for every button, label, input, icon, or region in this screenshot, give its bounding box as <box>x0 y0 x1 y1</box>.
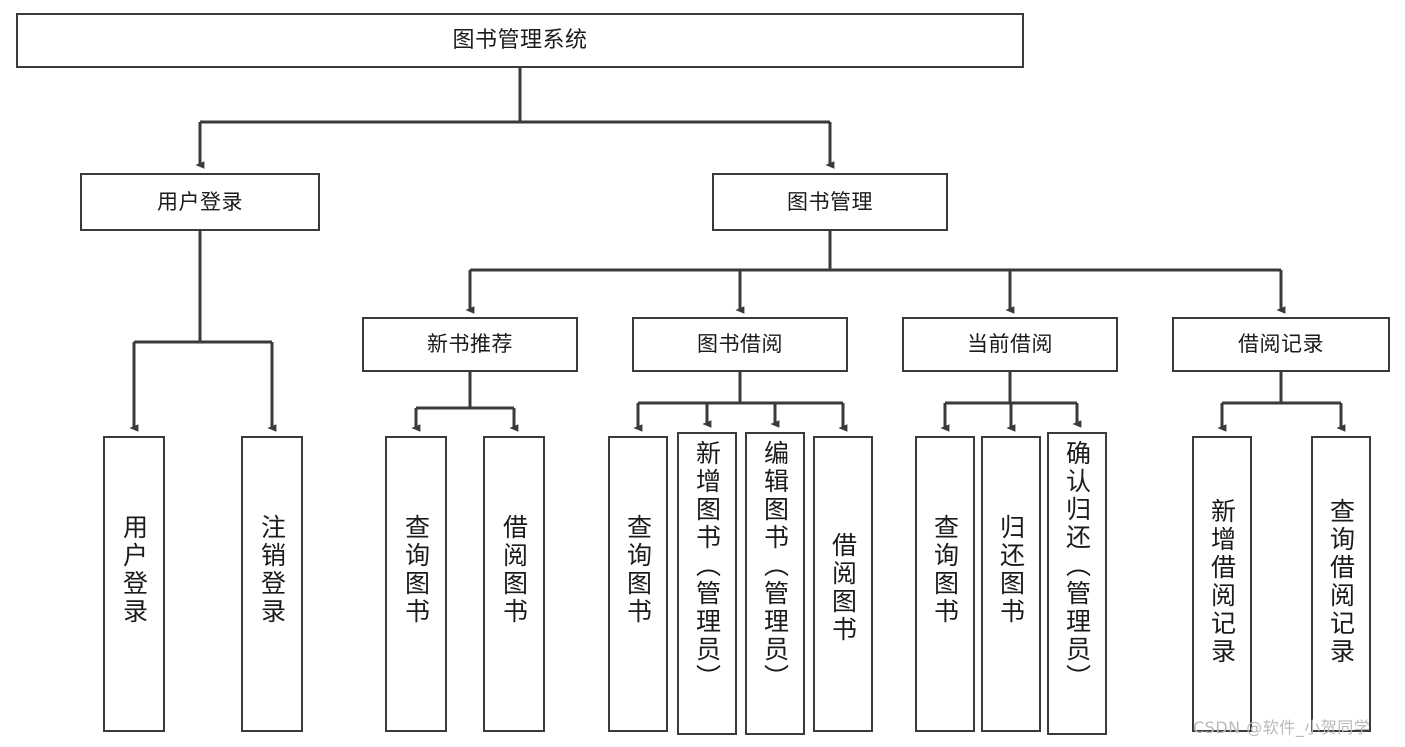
node-leaf-query-book-bb-label: 查询图书 <box>623 514 653 626</box>
node-leaf-confirm-return[interactable]: 确认归还（管理员） <box>1047 432 1107 735</box>
node-leaf-user-logout-label: 注销登录 <box>257 514 287 626</box>
node-current-borrow[interactable]: 当前借阅 <box>902 317 1118 372</box>
node-book-borrow[interactable]: 图书借阅 <box>632 317 848 372</box>
node-leaf-edit-book-label: 编辑图书（管理员） <box>760 440 790 692</box>
node-leaf-borrow-book-bb-label: 借阅图书 <box>828 532 858 644</box>
node-leaf-user-logout[interactable]: 注销登录 <box>241 436 303 732</box>
node-leaf-query-book-rec[interactable]: 查询图书 <box>385 436 447 732</box>
node-root-label: 图书管理系统 <box>452 27 588 53</box>
node-leaf-query-book-cb-label: 查询图书 <box>930 514 960 626</box>
node-current-borrow-label: 当前借阅 <box>967 332 1053 357</box>
node-leaf-user-login-label: 用户登录 <box>119 514 149 626</box>
node-book-borrow-label: 图书借阅 <box>697 332 783 357</box>
node-leaf-borrow-book-rec-label: 借阅图书 <box>499 514 529 626</box>
csdn-watermark: CSDN @软件_小贺同学 <box>1193 718 1371 737</box>
node-leaf-query-book-rec-label: 查询图书 <box>401 514 431 626</box>
node-leaf-query-record[interactable]: 查询借阅记录 <box>1311 436 1371 732</box>
node-borrow-record[interactable]: 借阅记录 <box>1172 317 1390 372</box>
node-leaf-edit-book[interactable]: 编辑图书（管理员） <box>745 432 805 735</box>
node-leaf-return-book-label: 归还图书 <box>996 514 1026 626</box>
node-borrow-record-label: 借阅记录 <box>1238 332 1324 357</box>
node-leaf-query-book-bb[interactable]: 查询图书 <box>608 436 668 732</box>
node-root[interactable]: 图书管理系统 <box>16 13 1024 68</box>
node-leaf-add-book-label: 新增图书（管理员） <box>692 440 722 692</box>
node-leaf-add-record-label: 新增借阅记录 <box>1207 498 1237 666</box>
node-leaf-add-book[interactable]: 新增图书（管理员） <box>677 432 737 735</box>
node-leaf-query-record-label: 查询借阅记录 <box>1326 498 1356 666</box>
node-leaf-add-record[interactable]: 新增借阅记录 <box>1192 436 1252 732</box>
node-leaf-query-book-cb[interactable]: 查询图书 <box>915 436 975 732</box>
node-book-manage-label: 图书管理 <box>787 189 873 214</box>
node-leaf-confirm-return-label: 确认归还（管理员） <box>1062 440 1092 692</box>
node-new-book-rec-label: 新书推荐 <box>427 332 513 357</box>
node-leaf-return-book[interactable]: 归还图书 <box>981 436 1041 732</box>
node-user-login-label: 用户登录 <box>157 189 243 214</box>
node-new-book-rec[interactable]: 新书推荐 <box>362 317 578 372</box>
node-leaf-borrow-book-bb[interactable]: 借阅图书 <box>813 436 873 732</box>
node-user-login[interactable]: 用户登录 <box>80 173 320 231</box>
node-leaf-borrow-book-rec[interactable]: 借阅图书 <box>483 436 545 732</box>
node-book-manage[interactable]: 图书管理 <box>712 173 948 231</box>
node-leaf-user-login[interactable]: 用户登录 <box>103 436 165 732</box>
